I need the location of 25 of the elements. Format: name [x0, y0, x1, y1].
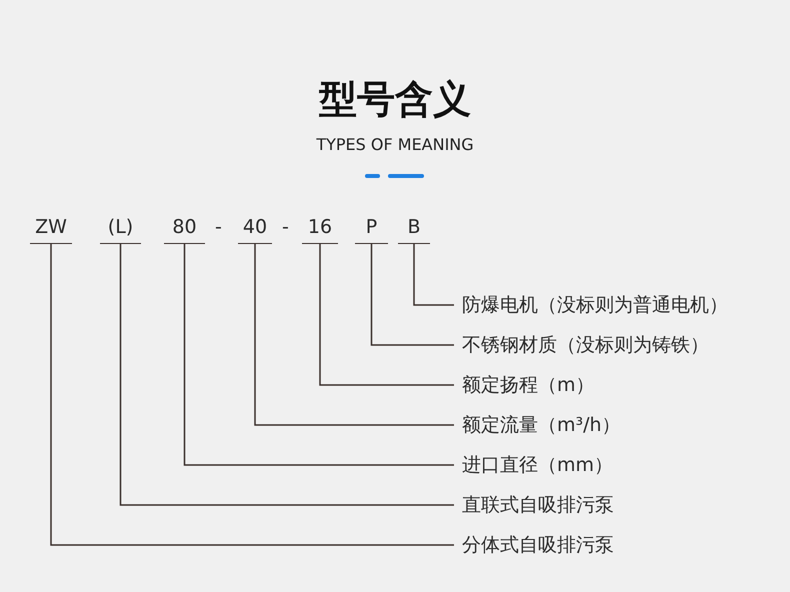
leader-line [120, 244, 454, 506]
leader-line [370, 244, 454, 346]
code-segment: B [398, 214, 430, 244]
code-segment: 16 [302, 214, 338, 244]
meaning-text: 进口直径（mm） [462, 452, 614, 478]
code-segment: 80 [164, 214, 205, 244]
leader-line [319, 244, 454, 386]
separator-text: - [282, 215, 289, 240]
meaning-text: 额定扬程（m） [462, 372, 595, 398]
separator-text: - [215, 215, 222, 240]
meaning-text: 分体式自吸排污泵 [462, 532, 614, 558]
meaning-text: 不锈钢材质（没标则为铸铁） [462, 332, 709, 358]
leader-line [50, 244, 454, 546]
meaning-text: 额定流量（m³/h） [462, 412, 621, 438]
title: 型号含义 [319, 76, 471, 122]
leader-line [413, 244, 454, 306]
leader-line [254, 244, 454, 426]
meaning-text: 直联式自吸排污泵 [462, 492, 614, 518]
leader-line [184, 244, 454, 466]
subtitle: TYPES OF MEANING [316, 135, 474, 155]
code-segment: 40 [238, 214, 272, 244]
code-segment: ZW [30, 214, 72, 244]
meaning-text: 防爆电机（没标则为普通电机） [462, 292, 728, 318]
code-segment: P [355, 214, 388, 244]
code-segment: (L) [100, 214, 141, 244]
